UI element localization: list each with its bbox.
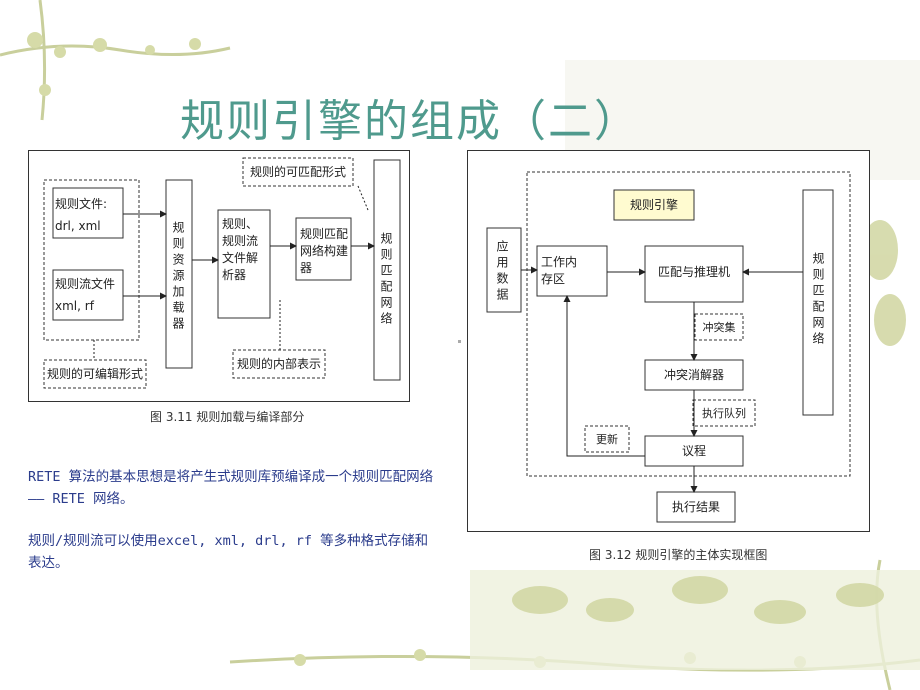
matcher-label: 匹配与推理机: [657, 265, 730, 279]
network-builder-label: 规则匹配网络构建器: [300, 227, 349, 275]
conflict-resolver-label: 冲突消解器: [663, 368, 724, 382]
rule-flow-file-formats: xml, rf: [55, 299, 94, 313]
resource-loader-label: 规则资源加载器: [171, 221, 185, 333]
engine-label: 规则引擎: [629, 198, 678, 212]
figure-engine-framework-diagram: [467, 150, 870, 532]
formats-paragraph: 规则/规则流可以使用excel, xml, drl, rf 等多种格式存储和表达…: [28, 533, 429, 571]
figure-311-caption: 图 3.11 规则加载与编译部分: [150, 410, 305, 424]
internal-repr-label: 规则的内部表示: [236, 357, 321, 371]
conflict-set-label: 冲突集: [702, 321, 736, 334]
figure-rule-loading: 规则文件: drl, xml 规则流文件 xml, rf 规则的可编辑形式 规则…: [28, 150, 410, 432]
rule-file-formats: drl, xml: [55, 219, 101, 233]
app-data-label: 应用数据: [495, 240, 509, 304]
agenda-label: 议程: [681, 444, 706, 458]
figure-rule-loading-diagram: [28, 150, 410, 402]
update-label: 更新: [596, 433, 618, 446]
rete-paragraph: RETE 算法的基本思想是将产生式规则库预编译成一个规则匹配网络 —— RETE…: [28, 469, 434, 507]
parser-label: 规则、规则流文件解析器: [222, 217, 259, 282]
slide-title: 规则引擎的组成（二）: [180, 96, 640, 147]
working-memory-label: 工作内存区: [541, 255, 578, 286]
engine-match-network-label: 规则匹配网络: [811, 252, 825, 348]
figure-312-caption: 图 3.12 规则引擎的主体实现框图: [589, 548, 768, 562]
figure-engine-framework: 规则引擎 应用数据 工作内存区 匹配与推理机 规则匹配网络 冲突集 冲突消解器 …: [467, 150, 870, 570]
result-label: 执行结果: [671, 500, 720, 514]
matchable-form-label: 规则的可匹配形式: [249, 165, 346, 179]
rule-flow-file-label: 规则流文件: [55, 277, 116, 291]
editable-form-label: 规则的可编辑形式: [46, 367, 143, 381]
match-network-label: 规则匹配网络: [379, 232, 393, 328]
divider-dot: [458, 340, 461, 343]
exec-queue-label: 执行队列: [702, 407, 746, 420]
rule-file-label: 规则文件:: [55, 197, 108, 211]
